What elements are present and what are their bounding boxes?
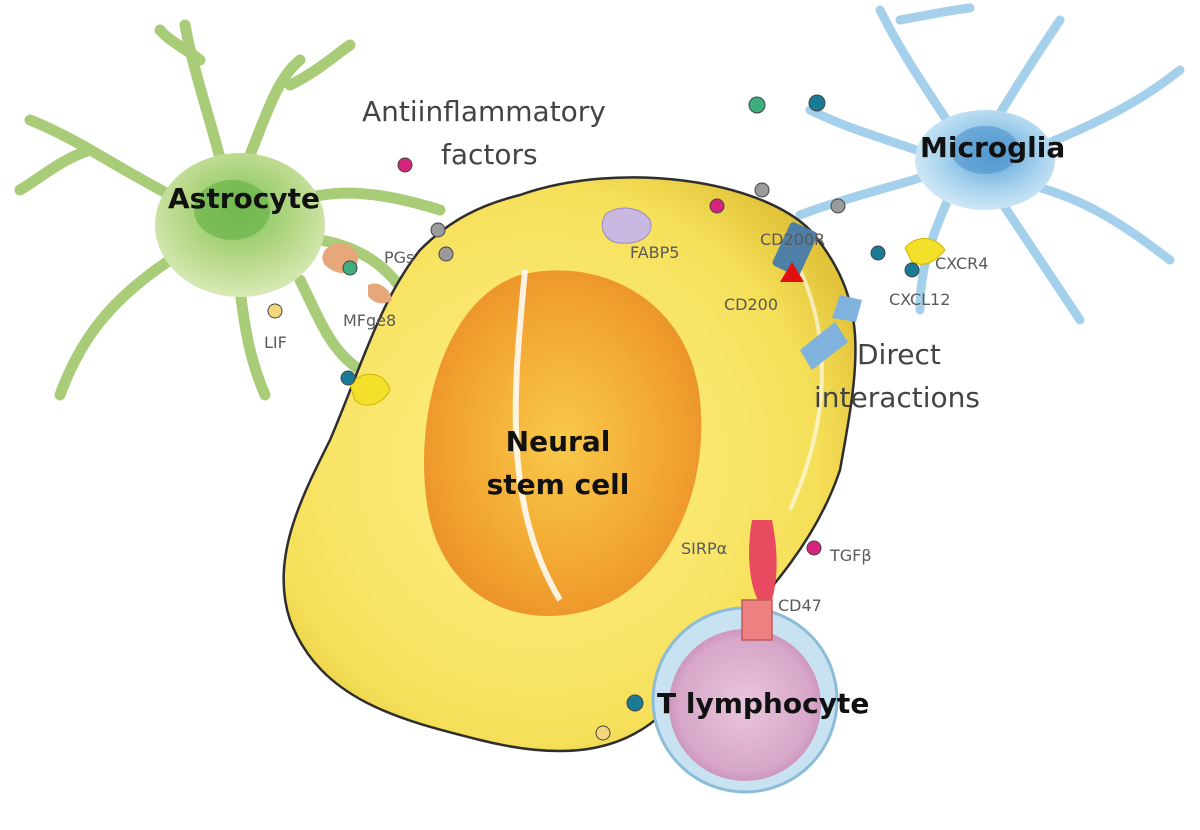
tgfb-label: TGFβ [830,546,872,565]
direct-arrow-upper [832,295,862,322]
cxcr4-label: CXCR4 [935,254,989,273]
direct-interactions-label-line2: interactions [814,381,981,414]
lif-label: LIF [264,333,287,352]
cxcr4-receptor [904,238,946,265]
astrocyte-nucleus [194,180,270,240]
particle-teal [340,370,356,386]
cd47-label: CD47 [778,596,822,615]
particle-green [342,260,358,276]
particle-teal [870,245,886,261]
neural-stem-cell-label-line1: Neural [505,425,611,458]
pgs-label: PGs [384,248,415,267]
cd200r-receptor [772,222,818,276]
neural-stem-cell-label-line2: stem cell [486,468,630,501]
particle-teal [904,262,920,278]
direct-arrow-lower [800,322,848,370]
sirpa-receptor [749,520,777,600]
sirpa-label: SIRPα [681,539,728,558]
direct-interactions-label-line1: Direct [857,338,941,371]
t-lymphocyte-body [669,629,821,781]
microglia-nucleus [951,126,1019,174]
particle-teal [808,94,826,112]
particle-green [748,96,766,114]
cd200r-label: CD200R [760,230,826,249]
particle-magenta [709,198,725,214]
particles [267,94,920,741]
astrocyte-receptor [349,373,391,406]
mfge8-shape-lower [368,283,392,304]
particle-magenta [397,157,413,173]
antiinflammatory-label-line1: Antiinflammatory [362,95,606,128]
cd47-receptor [741,599,773,641]
cd200-label: CD200 [724,295,779,314]
cd200-triangle [780,262,804,282]
microglia-label: Microglia [920,131,1066,164]
stem-cell-rim-highlight [788,249,824,511]
t-lymphocyte-label: T lymphocyte [657,687,870,720]
cxcl12-label: CXCL12 [889,290,951,309]
particle-yellow [267,303,283,319]
particle-yellow [595,725,611,741]
fabp5-label: FABP5 [630,243,680,262]
particle-grey [830,198,846,214]
particle-magenta [806,540,822,556]
particle-grey [438,246,454,262]
astrocyte-label: Astrocyte [168,182,320,215]
stem-cell-highlight [512,269,563,602]
particle-grey [754,182,770,198]
antiinflammatory-label-line2: factors [441,138,538,171]
fabp5-shape [601,207,652,244]
neural-stem-cell-nucleus [424,270,702,616]
mfge8-label: MFge8 [343,311,397,330]
particle-teal [626,694,644,712]
particle-grey [430,222,446,238]
